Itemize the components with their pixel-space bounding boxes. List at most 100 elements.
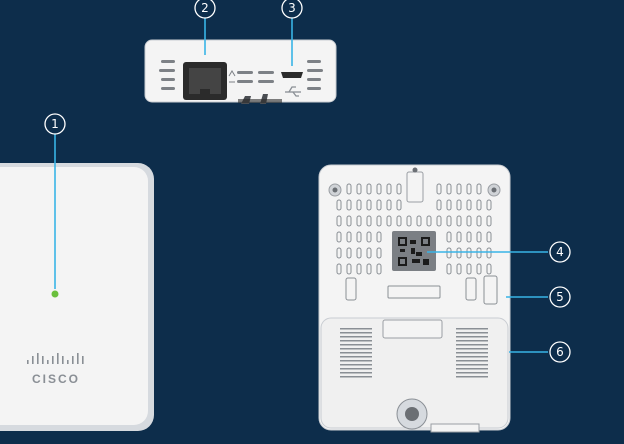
vent-slot [436,183,442,195]
vent-slot [436,215,442,227]
vent-slot [356,199,362,211]
vent-slot [356,183,362,195]
vent-slot [396,199,402,211]
vent-slot [456,263,462,275]
callout-4-circle [549,241,571,263]
bracket-vent-slot [456,368,488,370]
network-icon [228,70,236,83]
vent-slot [486,247,492,259]
bracket-vent-slot [456,348,488,350]
vent-slot [476,231,482,243]
vent-slot [386,199,392,211]
vent-slot [346,199,352,211]
bracket-vent-slot [340,364,372,366]
callout-lines [54,18,548,353]
vent-slot [346,231,352,243]
callout-2-circle [194,0,216,19]
vent-slot [486,263,492,275]
callout-1-number: 1 [51,117,59,131]
vent-slot [446,263,452,275]
vent-slot [416,215,422,227]
bracket-vent-slot [456,352,488,354]
vent-slot [376,215,382,227]
vent-slot [346,263,352,275]
callout-6-circle [549,341,571,363]
callout-5-circle [549,286,571,308]
callout-3-number: 3 [288,1,296,15]
port-edge-vents [159,60,323,90]
status-led [51,290,59,298]
vent-slot [446,231,452,243]
vent-slot [356,263,362,275]
callout-2: 2 [194,0,216,19]
front-view: CISCO [0,163,154,431]
mounting-slot [483,275,498,305]
vent-slot [366,215,372,227]
vent-slot [336,263,342,275]
bracket-vent-slot [340,340,372,342]
vent-slot [476,247,482,259]
back-vents [336,183,492,275]
vent-slot [376,263,382,275]
bracket-vent-slot [456,328,488,330]
vent-slot [426,215,432,227]
callout-1-circle [44,113,66,135]
vent-slot [346,183,352,195]
bracket-vent-slot [456,364,488,366]
callout-6: 6 [549,341,571,363]
bracket-vents-right [456,328,488,378]
cisco-logo-text: CISCO [32,372,80,386]
bracket-vent-slot [340,344,372,346]
vent-slot [376,247,382,259]
bracket-vent-slot [340,328,372,330]
bracket-vent-slot [456,332,488,334]
vent-slot [366,183,372,195]
vent-slot [466,247,472,259]
vent-slot [336,247,342,259]
vent-slot [476,183,482,195]
vent-slot [456,215,462,227]
vent-slot [476,199,482,211]
center-slot [387,285,441,299]
bracket-vent-slot [340,352,372,354]
bracket-vent-slot [456,336,488,338]
vent-slot [356,231,362,243]
bracket-vent-slot [456,340,488,342]
port-edge-view [144,39,337,104]
vent-slot [456,199,462,211]
back-view [318,164,511,433]
bracket-vent-slot [340,376,372,378]
bracket-vent-slot [456,376,488,378]
vent-slot [346,215,352,227]
vent-slot [486,199,492,211]
vent-slot [366,199,372,211]
callout-4-number: 4 [556,245,564,259]
callout-1: 1 [44,113,66,135]
bracket-vent-slot [456,360,488,362]
vent-slot [396,215,402,227]
cisco-logo-bars [27,353,84,364]
vent-slot [376,231,382,243]
bracket-vent-slot [456,356,488,358]
vent-slot [336,215,342,227]
bracket-vent-slot [340,336,372,338]
usb-icon [285,86,301,97]
bracket-vent-slot [340,360,372,362]
usb-port [281,72,303,78]
vent-slot [446,199,452,211]
vent-slot [446,247,452,259]
vent-slot [456,231,462,243]
bracket-vent-slot [340,332,372,334]
vent-slot [486,231,492,243]
vent-slot [466,199,472,211]
vent-slot [466,231,472,243]
vent-slot [386,183,392,195]
ethernet-port [183,62,227,100]
bracket-vent-slot [340,372,372,374]
vent-slot [386,215,392,227]
vent-slot [366,263,372,275]
vent-slot [356,215,362,227]
vent-slot [406,215,412,227]
callout-6-number: 6 [556,345,564,359]
